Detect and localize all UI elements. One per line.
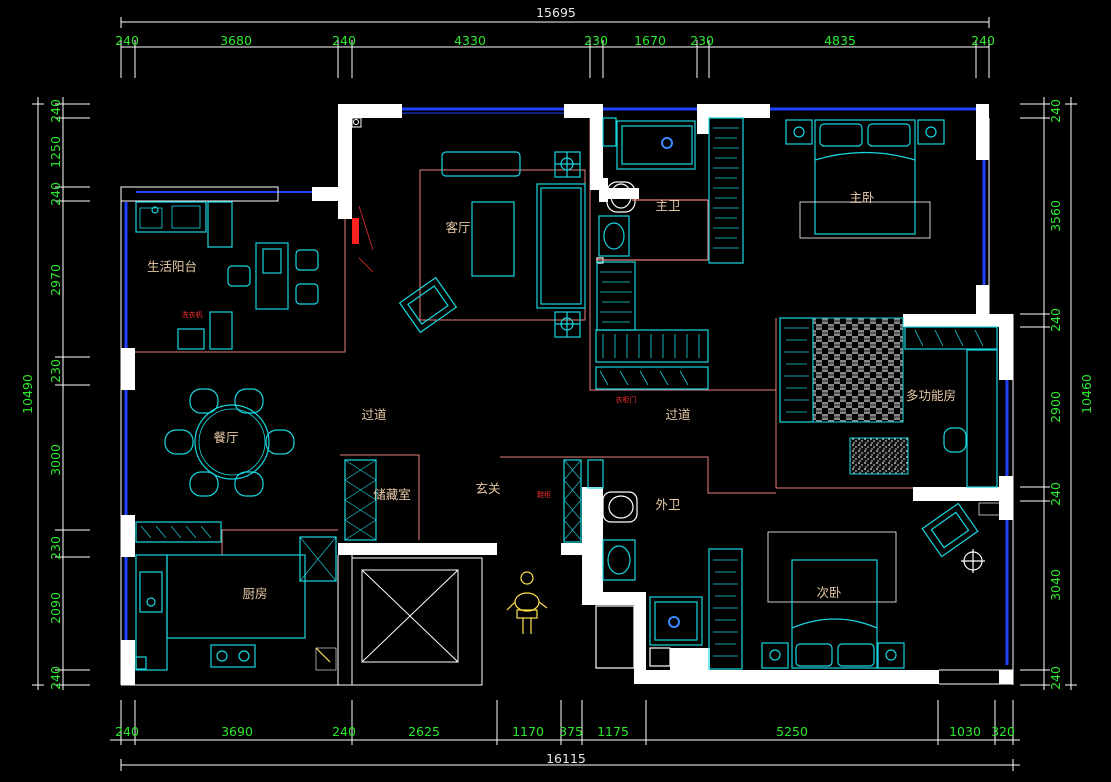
room-label-storage: 储藏室 (373, 487, 411, 502)
dim-left-7: 230 (48, 536, 63, 560)
dim-bottom-8: 5250 (776, 724, 808, 739)
dim-left-9: 240 (48, 666, 63, 690)
dim-bottom-total: 16115 (546, 751, 586, 766)
dim-top-7: 230 (690, 33, 714, 48)
windows (124, 107, 1009, 665)
dim-left-1: 240 (48, 99, 63, 123)
dim-top-total: 15695 (536, 5, 576, 20)
room-label-guest-bath: 外卫 (655, 497, 680, 512)
closet-tag: 衣柜门 (616, 395, 637, 404)
dimension-bottom (110, 700, 1020, 771)
room-label-master-bath: 主卫 (655, 198, 680, 213)
kitchen-fixtures (135, 521, 337, 671)
dimension-right (1020, 97, 1077, 690)
dim-top-9: 240 (971, 33, 995, 48)
dim-bottom-9: 1030 (949, 724, 981, 739)
dim-left-4: 2970 (48, 264, 63, 296)
dimension-top (120, 17, 990, 78)
room-label-living: 客厅 (445, 220, 470, 235)
dim-right-1: 240 (1048, 99, 1063, 123)
dim-top-3: 240 (332, 33, 356, 48)
walls (121, 104, 1013, 685)
second-bed-furniture (708, 502, 1002, 670)
dim-left-3: 240 (48, 182, 63, 206)
master-bath-fixtures (596, 117, 709, 264)
dim-right-6: 3040 (1048, 569, 1063, 601)
multi-room-furniture (779, 317, 998, 488)
dim-bottom-3: 240 (332, 724, 356, 739)
room-label-second-bed: 次卧 (816, 585, 841, 600)
dim-bottom-5: 1170 (512, 724, 544, 739)
room-label-corridor-right: 过道 (665, 407, 691, 422)
foyer-elements (506, 459, 604, 634)
dim-left-5: 230 (48, 359, 63, 383)
dim-top-2: 3680 (220, 33, 252, 48)
living-room-furniture (351, 117, 586, 338)
dim-left-total: 10490 (20, 374, 35, 414)
dim-top-5: 230 (584, 33, 608, 48)
dim-right-7: 240 (1048, 666, 1063, 690)
master-bed-furniture (785, 119, 945, 239)
dim-top-6: 1670 (634, 33, 666, 48)
storage-shelves (344, 459, 377, 541)
balcony-furniture (135, 201, 319, 350)
room-label-balcony: 生活阳台 (147, 259, 197, 274)
room-label-foyer: 玄关 (475, 481, 500, 496)
guest-bath-fixtures (595, 491, 703, 669)
outer-thin-walls (120, 118, 1014, 686)
dim-left-6: 3000 (48, 444, 63, 476)
closets (595, 117, 744, 390)
dim-left-2: 1250 (48, 136, 63, 168)
room-label-master-bed: 主卧 (849, 190, 874, 205)
interior-partition-lines (135, 118, 913, 555)
dim-top-4: 4330 (454, 33, 486, 48)
dim-bottom-1: 240 (115, 724, 139, 739)
dim-top-1: 240 (115, 33, 139, 48)
dim-right-total: 10460 (1079, 374, 1094, 414)
dim-top-8: 4835 (824, 33, 856, 48)
dining-furniture (164, 388, 295, 497)
foyer-tag: 鞋柜 (537, 490, 551, 499)
dim-left-8: 2090 (48, 592, 63, 624)
balcony-tag: 洗衣机 (182, 310, 203, 319)
dim-right-4: 2900 (1048, 391, 1063, 423)
room-label-multi: 多功能房 (906, 388, 956, 403)
dimension-left (32, 97, 90, 690)
dim-right-5: 240 (1048, 482, 1063, 506)
dim-bottom-4: 2625 (408, 724, 440, 739)
void-shaft (351, 557, 483, 686)
dim-bottom-7: 1175 (597, 724, 629, 739)
room-label-corridor-left: 过道 (361, 407, 387, 422)
room-label-kitchen: 厨房 (242, 586, 267, 601)
room-label-dining: 餐厅 (213, 430, 238, 445)
dim-right-2: 3560 (1048, 200, 1063, 232)
dim-right-3: 240 (1048, 308, 1063, 332)
dim-bottom-2: 3690 (221, 724, 253, 739)
dim-bottom-6: 375 (559, 724, 583, 739)
dim-bottom-10: 320 (991, 724, 1015, 739)
